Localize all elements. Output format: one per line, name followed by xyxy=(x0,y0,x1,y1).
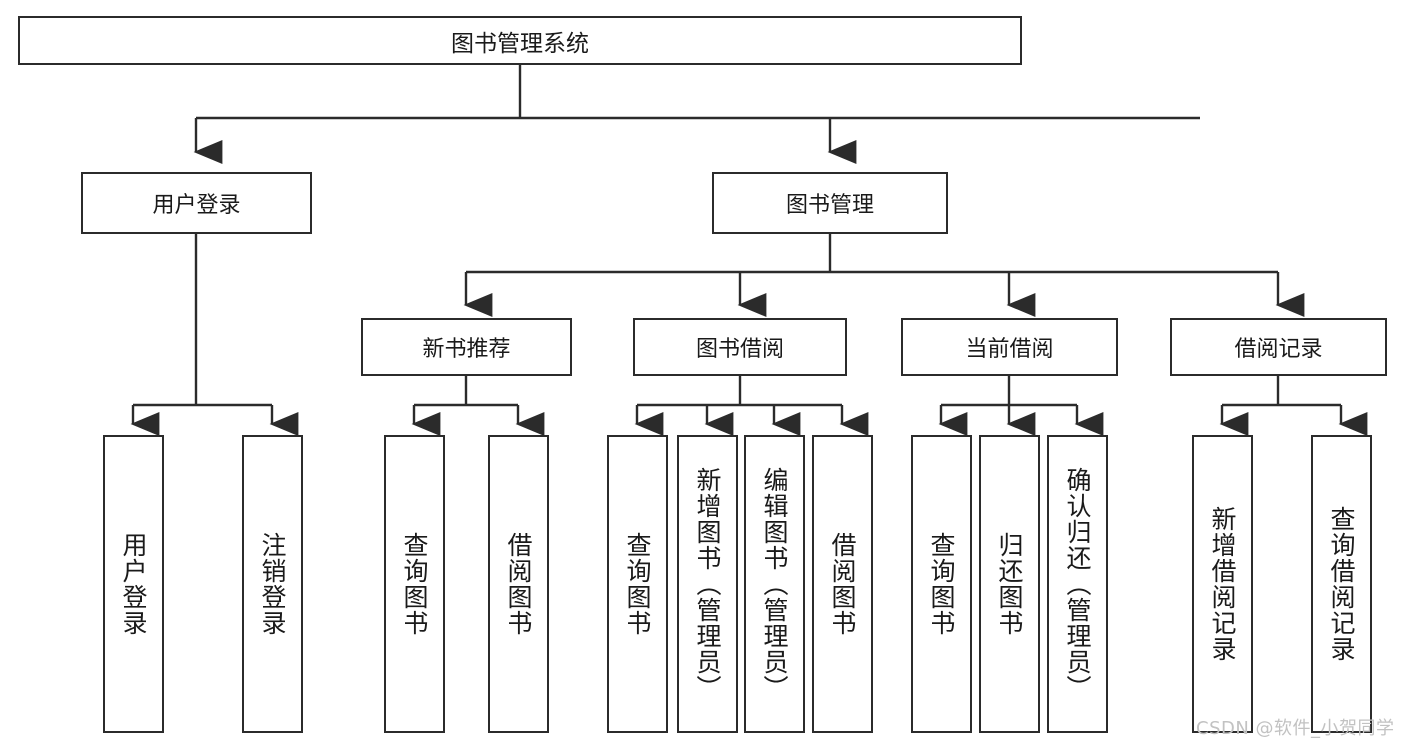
node-user-login[interactable]: 用户登录 xyxy=(81,172,312,234)
leaf-book-borrow-query-book[interactable]: 查询图书 xyxy=(607,435,668,733)
node-user-login-label: 用户登录 xyxy=(152,193,241,218)
leaf-current-borrow-confirm-return-admin[interactable]: 确认归还（管理员） xyxy=(1047,435,1108,733)
node-current-borrow-label: 当前借阅 xyxy=(965,337,1054,362)
node-new-book-recommend[interactable]: 新书推荐 xyxy=(361,318,572,376)
leaf-label: 查询借阅记录 xyxy=(1327,506,1356,662)
node-root[interactable]: 图书管理系统 xyxy=(18,16,1022,65)
leaf-new-book-borrow-book[interactable]: 借阅图书 xyxy=(488,435,549,733)
node-book-manage-label: 图书管理 xyxy=(785,193,874,218)
leaf-label: 注销登录 xyxy=(258,532,287,636)
node-current-borrow[interactable]: 当前借阅 xyxy=(901,318,1118,376)
node-new-book-recommend-label: 新书推荐 xyxy=(422,337,511,362)
leaf-borrow-record-add-record[interactable]: 新增借阅记录 xyxy=(1192,435,1253,733)
leaf-label: 借阅图书 xyxy=(828,532,857,636)
leaf-label: 查询图书 xyxy=(400,532,429,636)
node-borrow-record[interactable]: 借阅记录 xyxy=(1170,318,1387,376)
leaf-new-book-query-book[interactable]: 查询图书 xyxy=(384,435,445,733)
node-root-label: 图书管理系统 xyxy=(451,30,589,57)
leaf-label: 新增图书（管理员） xyxy=(693,467,722,701)
leaf-borrow-record-query-record[interactable]: 查询借阅记录 xyxy=(1311,435,1372,733)
leaf-current-borrow-query-book[interactable]: 查询图书 xyxy=(911,435,972,733)
leaf-label: 编辑图书（管理员） xyxy=(760,467,789,701)
leaf-label: 查询图书 xyxy=(623,532,652,636)
node-book-manage[interactable]: 图书管理 xyxy=(712,172,948,234)
watermark-text: CSDN @软件_小贺同学 xyxy=(1196,718,1395,739)
leaf-user-login-user-login[interactable]: 用户登录 xyxy=(103,435,164,733)
leaf-user-login-logout[interactable]: 注销登录 xyxy=(242,435,303,733)
leaf-book-borrow-borrow-book[interactable]: 借阅图书 xyxy=(812,435,873,733)
node-book-borrow[interactable]: 图书借阅 xyxy=(633,318,847,376)
leaf-label: 查询图书 xyxy=(927,532,956,636)
leaf-book-borrow-add-book-admin[interactable]: 新增图书（管理员） xyxy=(677,435,738,733)
leaf-current-borrow-return-book[interactable]: 归还图书 xyxy=(979,435,1040,733)
node-borrow-record-label: 借阅记录 xyxy=(1234,337,1323,362)
leaf-label: 确认归还（管理员） xyxy=(1063,467,1092,701)
leaf-label: 归还图书 xyxy=(995,532,1024,636)
leaf-label: 借阅图书 xyxy=(504,532,533,636)
node-book-borrow-label: 图书借阅 xyxy=(695,337,784,362)
leaf-label: 新增借阅记录 xyxy=(1208,506,1237,662)
leaf-label: 用户登录 xyxy=(119,532,148,636)
leaf-book-borrow-edit-book-admin[interactable]: 编辑图书（管理员） xyxy=(744,435,805,733)
